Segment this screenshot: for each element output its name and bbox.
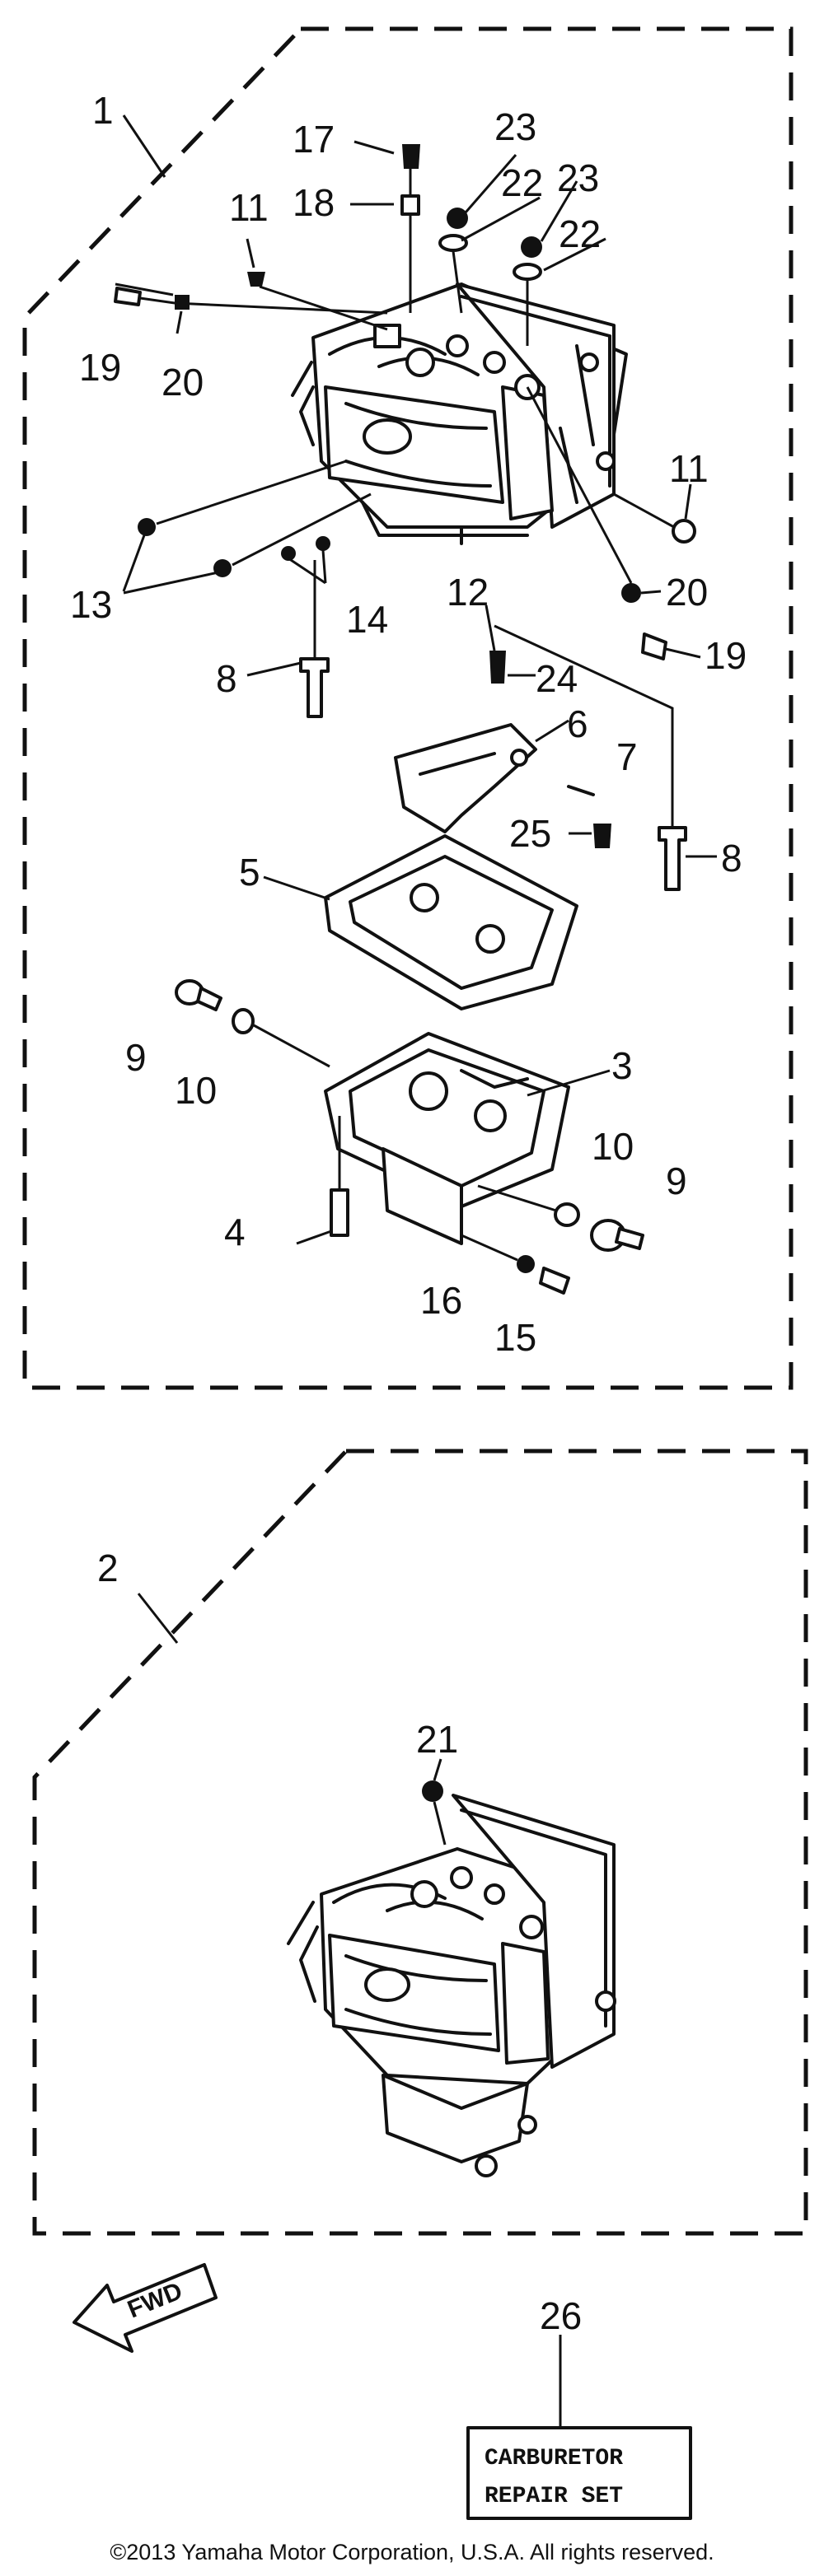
callout-13: 13 [70,583,112,626]
callout-20: 20 [162,361,204,404]
callout-11: 11 [229,186,269,229]
carburetor-assembly [287,1758,616,2177]
copyright-notice: ©2013 Yamaha Motor Corporation, U.S.A. A… [110,2540,714,2564]
callout-25: 25 [509,812,551,855]
callout-7: 7 [616,735,638,778]
callout-1: 1 [92,89,114,132]
repair-set-line-2: REPAIR SET [485,2484,623,2509]
callout-22: 22 [501,161,543,204]
callout-numbers: 1 17 18 11 23 22 23 22 19 20 11 13 14 12… [70,89,747,2337]
callout-8: 8 [721,837,742,880]
callout-19: 19 [79,346,121,389]
group-1-leaders [115,114,692,595]
callout-19: 19 [705,634,747,677]
callout-16: 16 [420,1279,462,1322]
callout-15: 15 [494,1316,536,1359]
callout-2: 2 [97,1547,119,1589]
callout-10: 10 [592,1125,634,1168]
group-2-leader [137,1593,179,1644]
small-parts [114,144,717,1295]
callout-23: 23 [494,105,536,148]
callout-20: 20 [666,571,708,614]
callout-18: 18 [293,181,335,224]
callout-12: 12 [447,571,489,614]
group-1-boundary [22,26,794,1390]
callout-26: 26 [540,2294,582,2337]
callout-11: 11 [669,447,709,490]
callout-17: 17 [293,118,335,161]
callout-8: 8 [216,657,237,700]
callout-22: 22 [559,212,601,255]
callout-4: 4 [224,1211,246,1253]
repair-set-line-1: CARBURETOR [485,2446,623,2471]
carburetor-body [291,282,628,545]
callout-21: 21 [416,1718,458,1761]
callout-5: 5 [239,851,260,894]
group-2-boundary [32,1449,808,2236]
callout-3: 3 [611,1044,633,1087]
fwd-arrow: FWD [73,2263,218,2353]
callout-14: 14 [346,598,388,641]
repair-set-box: CARBURETOR REPAIR SET [466,2426,692,2520]
callout-23: 23 [557,156,599,199]
callout-6: 6 [567,702,588,745]
callout-9: 9 [125,1036,147,1079]
callout-10: 10 [175,1069,217,1112]
callout-24: 24 [536,657,578,700]
callout-9: 9 [666,1160,687,1202]
